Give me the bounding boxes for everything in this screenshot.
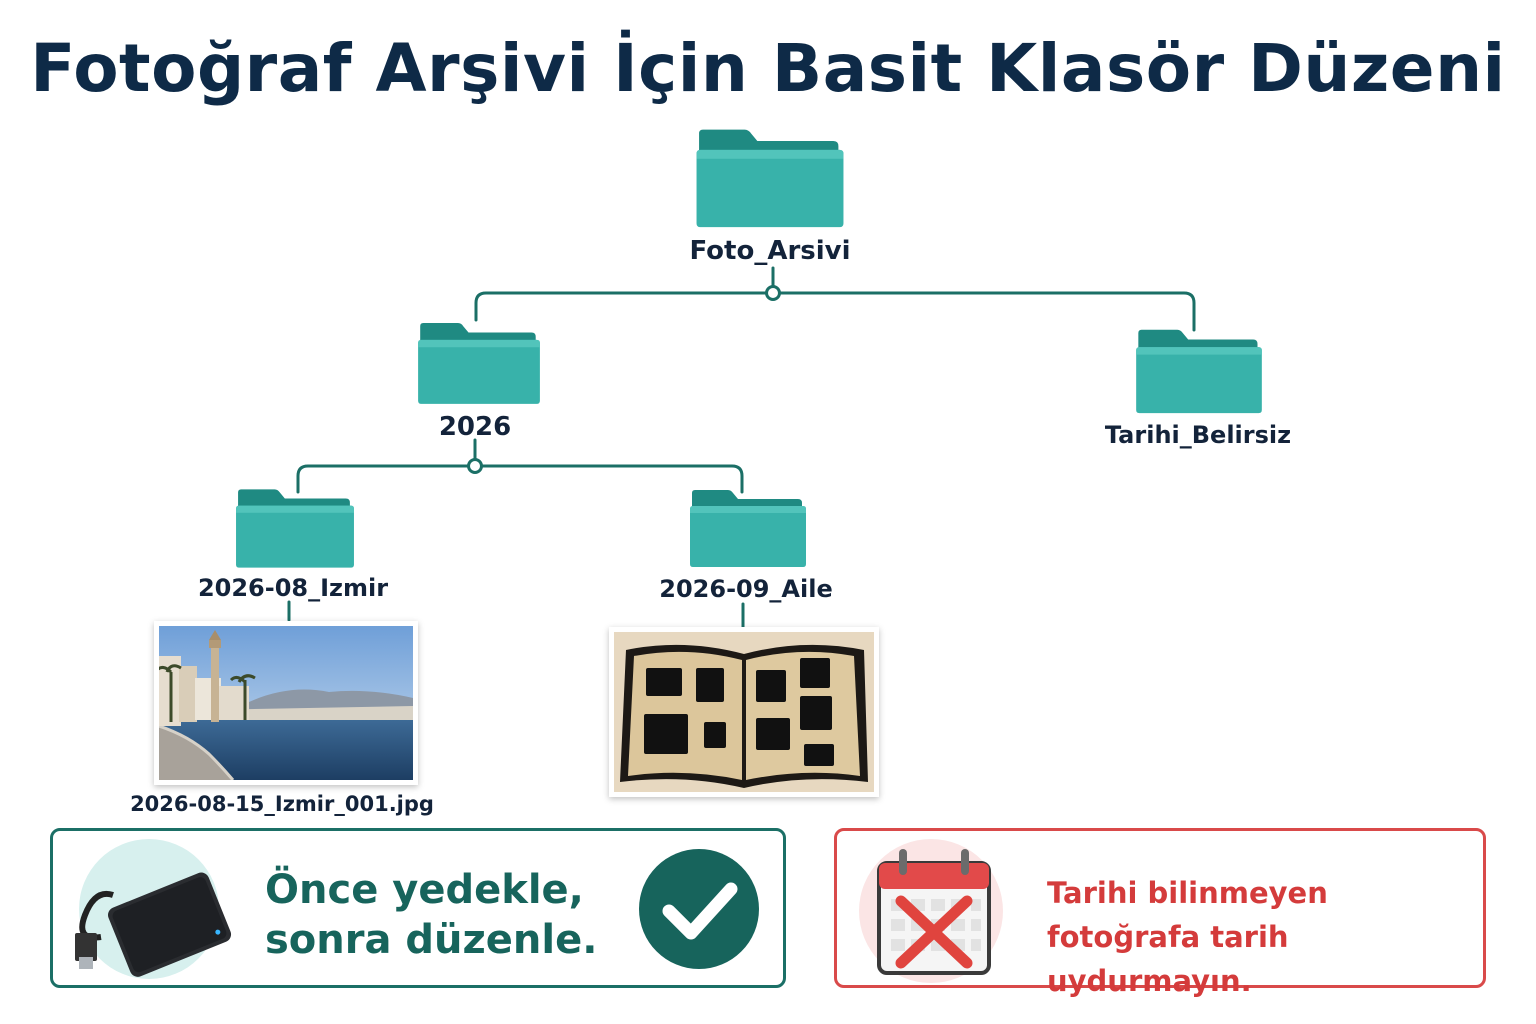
folder-icon[interactable] — [1134, 328, 1264, 416]
folder-label-root: Foto_Arsivi — [689, 236, 851, 266]
folder-label-2026: 2026 — [438, 412, 512, 442]
tip-backup-line2: sonra düzenle. — [265, 917, 598, 963]
folder-icon[interactable] — [694, 128, 846, 230]
izmir-photo-thumbnail[interactable] — [154, 621, 418, 785]
family-album-thumbnail[interactable] — [609, 627, 879, 797]
external-drive-icon — [75, 839, 232, 979]
checkmark-icon — [639, 849, 759, 969]
folder-label-aile: 2026-09_Aile — [659, 575, 833, 603]
folder-icon[interactable] — [416, 320, 542, 408]
page-title: Fotoğraf Arşivi İçin Basit Klasör Düzeni — [30, 30, 1506, 107]
folder-label-undated: Tarihi_Belirsiz — [1104, 421, 1292, 449]
folder-icon[interactable] — [234, 488, 356, 570]
tip-text-no-fake-date: Tarihi bilinmeyen fotoğrafa tarih uydurm… — [1047, 871, 1483, 1003]
calendar-x-icon — [859, 839, 1003, 983]
folder-icon[interactable] — [688, 488, 808, 570]
example-filename: 2026-08-15_Izmir_001.jpg — [130, 792, 434, 816]
tip-backup-line1: Önce yedekle, — [265, 867, 584, 913]
connector-level1 — [474, 291, 1196, 332]
connector-node-root — [765, 285, 781, 301]
folder-label-izmir: 2026-08_Izmir — [197, 574, 389, 602]
tip-card-no-fake-date: Tarihi bilinmeyen fotoğrafa tarih uydurm… — [834, 828, 1486, 998]
tip-card-backup: Önce yedekle, sonra düzenle. — [50, 828, 786, 988]
connector-node-2026 — [467, 458, 483, 474]
photo-album-image — [614, 632, 874, 792]
tip-nodate-line1: Tarihi bilinmeyen — [1047, 876, 1328, 910]
tip-nodate-line2: fotoğrafa tarih uydurmayın. — [1047, 920, 1289, 998]
connector-level2 — [296, 464, 744, 494]
izmir-seaside-image — [155, 626, 413, 781]
tip-text-backup: Önce yedekle, sonra düzenle. — [265, 865, 597, 965]
